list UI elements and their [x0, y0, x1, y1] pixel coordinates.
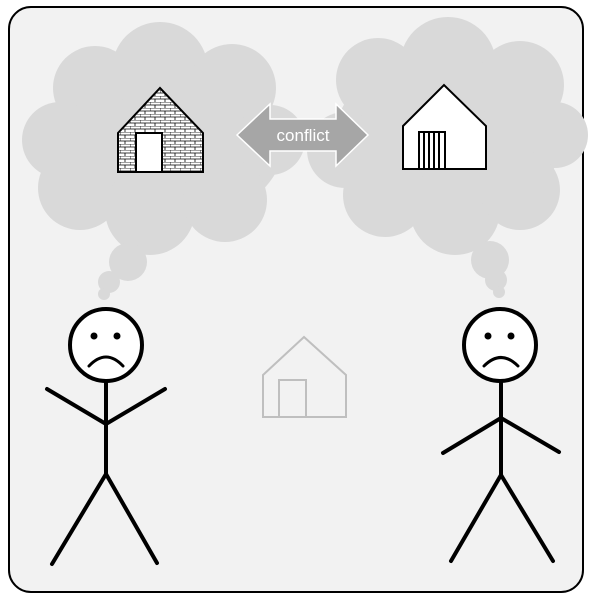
- left-figure-head: [70, 309, 142, 381]
- right-figure-head: [464, 309, 536, 381]
- conflict-label: conflict: [277, 126, 330, 145]
